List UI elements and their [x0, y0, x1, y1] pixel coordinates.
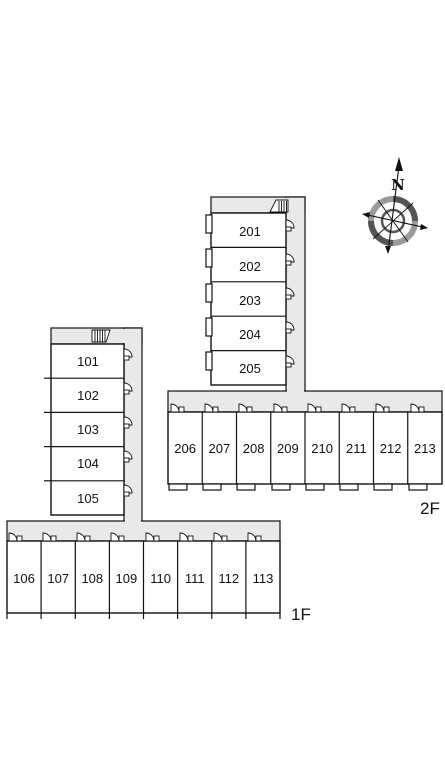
unit-109: 109 — [116, 571, 138, 586]
unit-112: 112 — [218, 571, 239, 586]
balcony-icon — [168, 483, 428, 491]
door-swing-icon — [170, 403, 425, 413]
unit-103: 103 — [77, 422, 99, 437]
1f-upper-units: 101 102 103 104 105 — [44, 343, 133, 516]
unit-206: 206 — [174, 441, 196, 456]
unit-106: 106 — [13, 571, 35, 586]
compass-north-label: N — [391, 176, 405, 194]
floor-label-2f: 2F — [420, 499, 440, 518]
door-swing-icon — [123, 348, 133, 497]
floor-label-1f: 1F — [291, 605, 311, 624]
unit-111: 111 — [185, 571, 205, 586]
unit-203: 203 — [239, 293, 261, 308]
unit-209: 209 — [277, 441, 299, 456]
unit-210: 210 — [311, 441, 333, 456]
unit-213: 213 — [414, 441, 436, 456]
unit-107: 107 — [47, 571, 69, 586]
unit-110: 110 — [150, 571, 171, 586]
1f-lower-units: 106 107 108 109 110 111 112 113 — [6, 532, 281, 619]
1f-stair-icon — [91, 329, 111, 343]
door-swing-icon — [285, 219, 295, 368]
balcony-icon — [205, 214, 213, 371]
unit-202: 202 — [239, 259, 261, 274]
unit-208: 208 — [243, 441, 265, 456]
1f-corridor — [6, 327, 281, 542]
2f-stair-icon — [269, 199, 289, 213]
unit-108: 108 — [81, 571, 103, 586]
north-arrow-compass-icon: N — [362, 157, 428, 254]
unit-104: 104 — [77, 456, 99, 471]
2f-corridor — [167, 196, 443, 413]
unit-212: 212 — [380, 441, 402, 456]
door-swing-icon — [8, 532, 262, 542]
2f-lower-units: 206 207 208 209 210 211 212 213 — [167, 403, 443, 491]
unit-207: 207 — [209, 441, 231, 456]
unit-204: 204 — [239, 327, 261, 342]
unit-201: 201 — [239, 224, 261, 239]
unit-101: 101 — [77, 354, 99, 369]
2f-upper-units: 201 202 203 204 205 — [205, 212, 295, 386]
unit-102: 102 — [77, 388, 99, 403]
unit-211: 211 — [346, 441, 367, 456]
unit-205: 205 — [239, 361, 261, 376]
balcony-marker — [44, 377, 51, 482]
unit-113: 113 — [253, 571, 274, 586]
unit-105: 105 — [77, 491, 99, 506]
